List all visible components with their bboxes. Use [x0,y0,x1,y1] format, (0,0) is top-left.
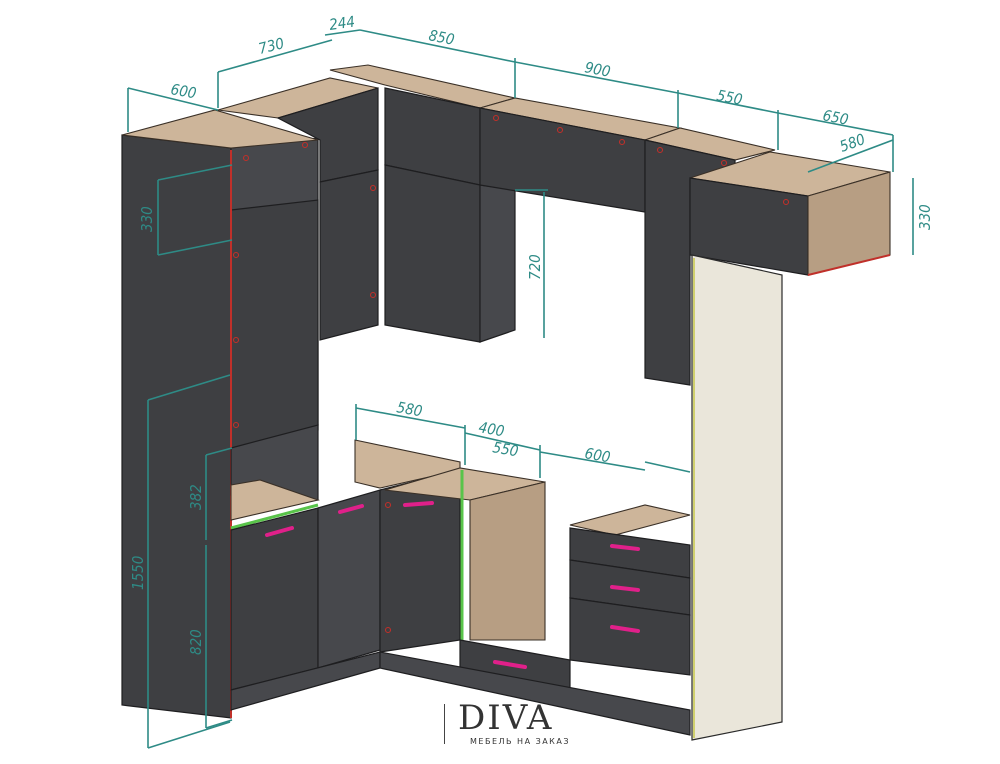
dim-382: 382 [187,484,205,510]
dim-580-mid: 580 [395,398,423,420]
dim-550-top: 550 [715,86,744,109]
dim-600-mid: 600 [583,444,611,466]
upper-cabinets [217,64,776,386]
dim-244: 244 [328,13,356,34]
brand-logo: DIVA МЕБЕЛЬ НА ЗАКАЗ [444,698,574,750]
dimension-lines [127,29,914,749]
base-cabinets [230,424,691,736]
brand-name: DIVA [458,698,554,738]
dim-600-top: 600 [169,80,197,102]
dim-650: 650 [821,106,850,129]
dim-400: 400 [477,418,505,440]
handles [265,501,640,669]
dim-550-mid: 550 [491,438,519,460]
dim-1550: 1550 [129,556,147,590]
hinge-marks [232,114,790,634]
tall-column [121,109,319,719]
side-panel [691,254,783,741]
brand-bar [444,704,445,744]
dim-820: 820 [187,629,205,655]
corner-wall-cabinet [689,151,891,276]
dim-720: 720 [526,254,544,280]
dim-850: 850 [427,26,456,49]
dim-900: 900 [583,58,612,81]
dim-730: 730 [257,34,286,58]
brand-tagline: МЕБЕЛЬ НА ЗАКАЗ [470,737,570,746]
dim-330-left: 330 [138,206,156,232]
dim-330-right: 330 [916,204,934,230]
